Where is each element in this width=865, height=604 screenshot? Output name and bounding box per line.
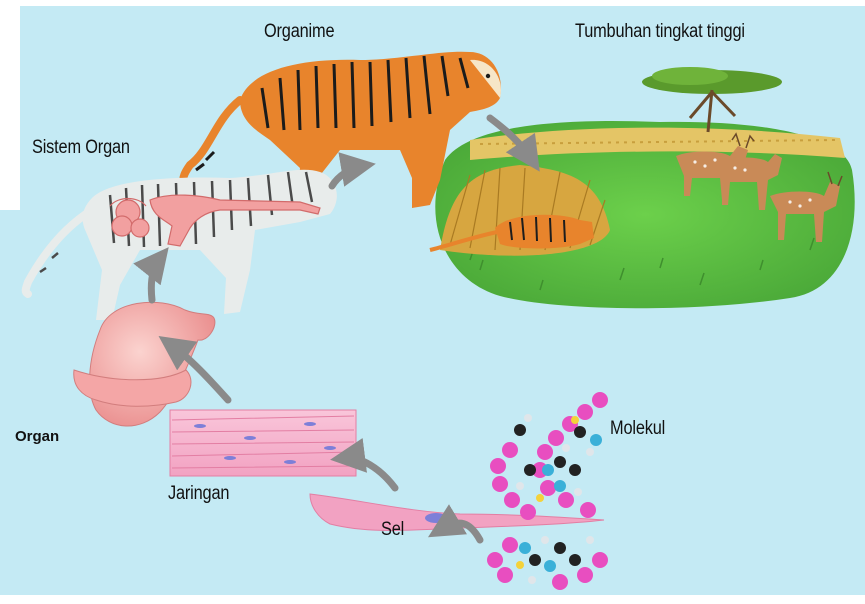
label-organ: Organ (15, 428, 59, 445)
label-organime: Organime (264, 21, 334, 43)
label-jaringan: Jaringan (168, 483, 229, 505)
label-sel: Sel (381, 519, 404, 541)
label-tumbuhan-tingkat-tinggi: Tumbuhan tingkat tinggi (575, 21, 745, 43)
label-molekul: Molekul (610, 418, 665, 440)
label-sistem-organ: Sistem Organ (32, 137, 130, 159)
muscle-tissue-icon (170, 410, 356, 476)
